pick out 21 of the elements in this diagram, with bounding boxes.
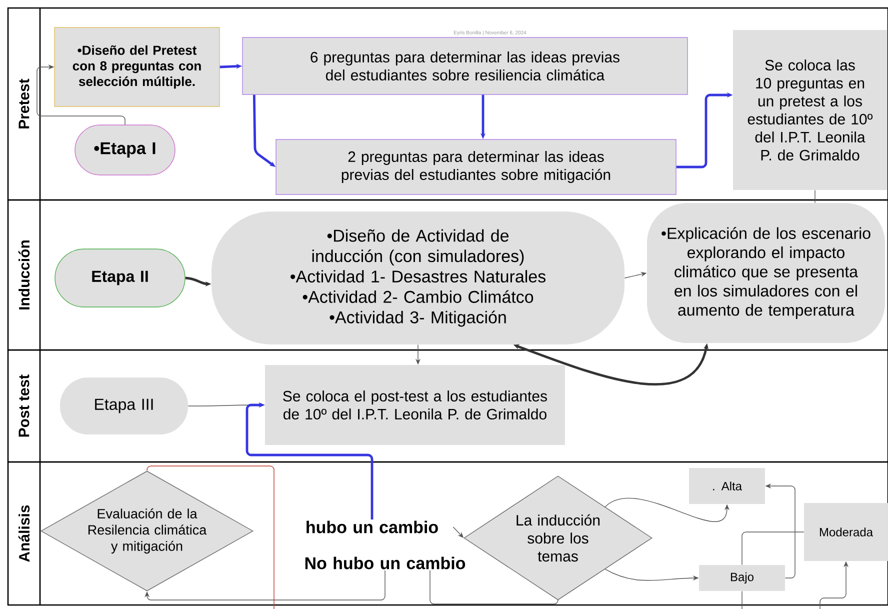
process-box: Se coloca el post-test a los estudiantes de 10º del I.P.T. Leonila P. de Grimaldo bbox=[265, 365, 565, 445]
stage-pill: Etapa III bbox=[60, 378, 188, 434]
stage-pill: •Etapa I bbox=[74, 124, 176, 176]
connector bbox=[430, 570, 558, 604]
document-box: . Alta bbox=[689, 468, 765, 504]
connector bbox=[144, 570, 386, 600]
branch-text: hubo un cambio bbox=[306, 520, 438, 534]
result-box: Bajo bbox=[699, 565, 785, 591]
branch-text: No hubo un cambio bbox=[305, 556, 466, 570]
connector bbox=[814, 190, 816, 204]
explanation-box: •Explicación de los escenario explorando el impacto climático que se presenta en los simuladores con el aumento de temperatura bbox=[647, 203, 885, 343]
process-box: 6 preguntas para determinar las ideas previas del estudiantes sobre resiliencia climática bbox=[242, 37, 688, 95]
document-box: Moderada bbox=[804, 503, 888, 561]
connector bbox=[742, 532, 804, 566]
stage-pill: Etapa II bbox=[54, 248, 186, 308]
process-box: 2 preguntas para determinar las ideas previas del estudiantes sobre mitigación bbox=[276, 139, 676, 195]
activity-pill: •Diseño de Actividad de inducción (con simuladores) •Actividad 1- Desastres Naturales •Actividad 2- Cambio Climátco •Actividad 3- Mitigación bbox=[212, 212, 624, 344]
process-box: •Diseño del Pretest con 8 preguntas con selección múltiple. bbox=[54, 27, 220, 107]
document-box: Se coloca las 10 preguntas en un pretest a los estudiantes de 10º del I.P.T. Leonila P. de Grimaldo bbox=[733, 30, 887, 190]
connector bbox=[146, 466, 274, 609]
connector bbox=[246, 402, 374, 520]
